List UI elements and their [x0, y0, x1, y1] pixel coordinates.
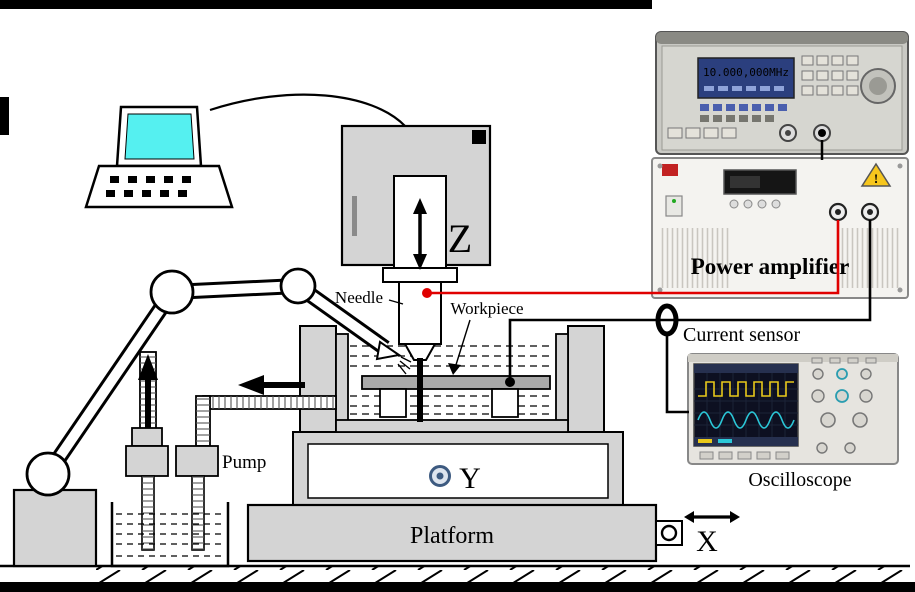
platform [246, 503, 658, 563]
amp-warning-icon: ! [860, 162, 892, 187]
wire-red [431, 220, 840, 295]
flow-arrow-up [138, 354, 158, 434]
robot-base [12, 488, 98, 568]
current-sensor-toroid [655, 303, 679, 337]
amp-power-switch [665, 195, 683, 217]
fg-display [697, 57, 795, 99]
spindle-body [398, 281, 442, 345]
workpiece-support [491, 388, 519, 418]
fg-function-buttons [700, 104, 787, 122]
y-axis-symbol [429, 465, 451, 487]
wire-black-terminal [505, 377, 515, 387]
robot-joint [149, 269, 195, 315]
spindle-flange [382, 267, 458, 283]
waveform-cyan [697, 411, 795, 429]
nozzle [375, 340, 402, 361]
oscilloscope-label: Oscilloscope [748, 469, 851, 491]
x-label: X [696, 525, 718, 558]
wire-scope [665, 334, 689, 414]
scope-top-band [688, 354, 898, 362]
x-axis-assembly: X [655, 511, 740, 558]
laptop-keyboard [84, 164, 234, 209]
data-cable [209, 93, 406, 127]
x-axis-arrow [684, 511, 740, 523]
z-axis-arrow [413, 198, 427, 270]
laptop [84, 93, 406, 209]
platform-label: Platform [410, 523, 494, 549]
wire-black [508, 220, 872, 378]
spindle-collet [403, 343, 437, 361]
function-generator: 10.000,000MHz [655, 31, 909, 155]
flow-arrow-left [238, 375, 305, 395]
fg-display-value: 10.000,000MHz [703, 66, 789, 79]
fg-knob-center [869, 77, 887, 95]
amp-logo [662, 164, 678, 176]
laptop-screen [124, 113, 195, 160]
machine-base-panel [307, 443, 609, 499]
pump-label: Pump [222, 452, 266, 473]
spray-lines [397, 356, 412, 375]
robot-joint [25, 451, 71, 497]
ground [0, 564, 910, 582]
fg-softkeys [704, 86, 784, 91]
oscilloscope [687, 353, 899, 465]
svg-text:!: ! [874, 171, 878, 186]
scope-status-bar [694, 364, 798, 373]
needle-pointer [388, 299, 404, 305]
robot-arm [12, 267, 412, 568]
amp-buttons [729, 199, 781, 209]
z-label: Z [448, 216, 472, 261]
bottom-bar [0, 582, 915, 592]
amp-vent-left [660, 228, 730, 288]
fg-bottom-buttons [667, 127, 737, 139]
machine-head: Z [340, 124, 492, 422]
fg-keypad [801, 55, 859, 96]
frame-pillar-left [299, 325, 337, 433]
wire-red-terminal [422, 288, 432, 298]
laptop-keys [106, 176, 191, 197]
frame-pillar-right [567, 325, 605, 433]
amp-label: Power amplifier [691, 254, 850, 279]
left-bar [0, 97, 9, 135]
pump-unit-left [125, 445, 169, 477]
pump-unit-right [175, 445, 219, 477]
top-bar [0, 0, 652, 9]
workpiece-slab [361, 375, 551, 390]
fg-top-band [656, 32, 908, 44]
beaker [110, 502, 230, 568]
robot-joint [279, 267, 317, 305]
scope-readout-bar [694, 437, 798, 446]
pump-head-left [131, 427, 163, 447]
work-tank [335, 333, 569, 433]
waveform-yellow [698, 381, 794, 397]
y-label: Y [459, 462, 481, 495]
head-corner-block [472, 130, 486, 144]
amp-screws [657, 163, 903, 293]
scope-menu-buttons [699, 451, 790, 460]
current-sensor-label: Current sensor [683, 324, 801, 346]
pump-assembly: Pump [110, 351, 337, 568]
power-amplifier: ! Power amplifier [651, 157, 909, 299]
needle-label: Needle [335, 288, 383, 307]
workpiece-label: Workpiece [450, 299, 523, 318]
needle [417, 358, 423, 422]
workpiece-support [379, 388, 407, 418]
workpiece-pointer [448, 319, 471, 375]
scope-controls [699, 357, 877, 460]
head-slot [352, 196, 357, 236]
